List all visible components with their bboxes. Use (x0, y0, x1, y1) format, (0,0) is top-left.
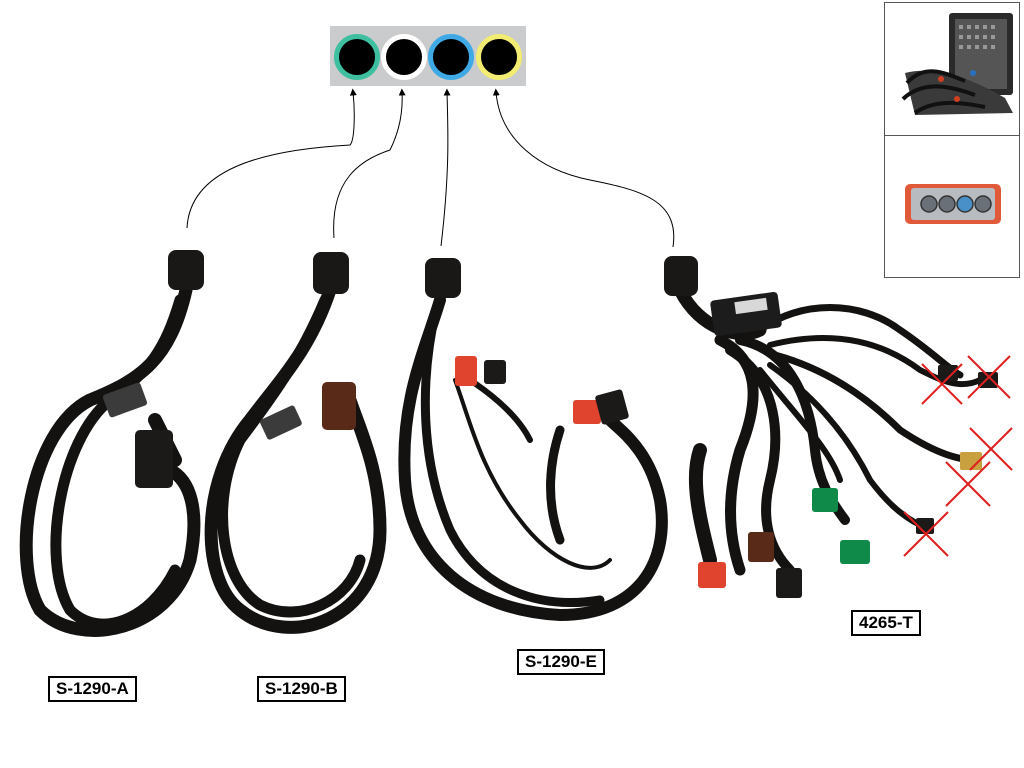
cross-marks (903, 355, 1013, 557)
connector-e1 (455, 356, 477, 386)
label-s-1290-e: S-1290-E (517, 649, 605, 675)
interface-box-illustration (905, 184, 1001, 224)
connector-t1 (698, 562, 726, 588)
label-4265-t: 4265-T (851, 610, 921, 636)
junction-box-t (710, 291, 782, 337)
connector-t2 (748, 532, 774, 562)
thumbnail-case (884, 2, 1020, 136)
arrow-a (186, 88, 357, 229)
arrow-e (440, 88, 451, 247)
arrow-b (333, 88, 406, 239)
cable-s-1290-b (204, 283, 387, 634)
label-s-1290-b: S-1290-B (257, 676, 346, 702)
case-illustration (901, 13, 1013, 115)
head-e (425, 258, 461, 298)
connector-b2 (260, 405, 302, 440)
port-yellow (476, 34, 522, 80)
port-teal (334, 34, 380, 80)
connector-a1 (135, 430, 173, 488)
connector-b1 (322, 382, 356, 430)
connector-panel (330, 26, 526, 86)
label-s-1290-a: S-1290-A (48, 676, 137, 702)
port-blue (428, 34, 474, 80)
head-a (168, 250, 204, 290)
thumbnail-interface (884, 136, 1020, 278)
cable-s-1290-e (398, 294, 668, 622)
connector-t5 (840, 540, 870, 564)
connector-t4 (812, 488, 838, 512)
arrow-t (492, 88, 675, 248)
head-t (664, 256, 698, 296)
connector-e4 (595, 389, 629, 425)
connector-e3 (573, 400, 601, 424)
port-white (381, 34, 427, 80)
connector-t3 (776, 568, 802, 598)
head-b (313, 252, 349, 294)
connector-a2 (102, 382, 148, 418)
connector-e2 (484, 360, 506, 384)
